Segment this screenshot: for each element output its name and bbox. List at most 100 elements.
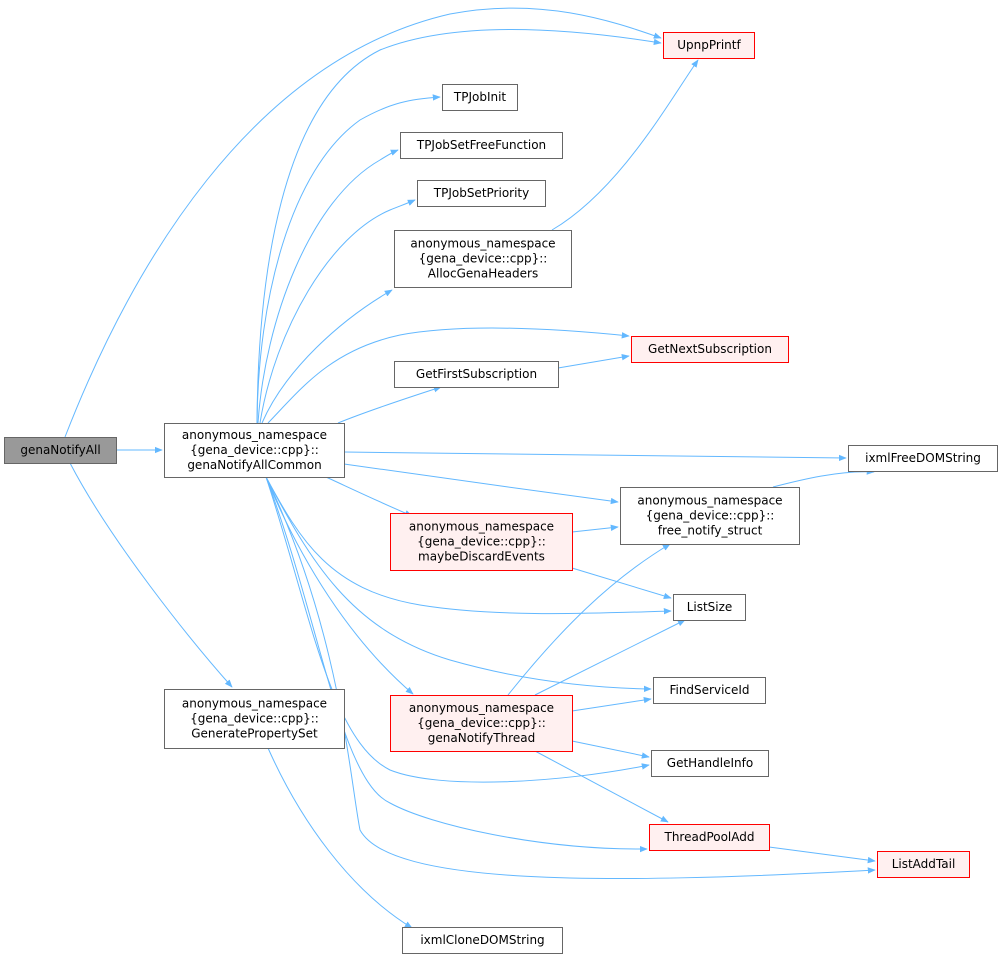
edge-maybeDiscardEvents-to-ListSize	[571, 567, 672, 599]
node-label-GetNextSubscription: GetNextSubscription	[648, 342, 772, 356]
node-box-free_notify_struct	[620, 487, 800, 545]
edge-genaNotifyAllCommon-to-ListSize	[265, 476, 672, 615]
edge-genaNotifyAllCommon-to-genaNotifyThread	[265, 476, 414, 695]
edge-genaNotifyAllCommon-to-AllocGenaHeaders	[261, 289, 393, 424]
node-label-GetFirstSubscription: GetFirstSubscription	[416, 367, 537, 381]
node-label-ixmlFreeDOMString: ixmlFreeDOMString	[865, 451, 981, 465]
node-box-ixmlCloneDOMString	[402, 927, 563, 954]
node-label-TPJobSetPriority: TPJobSetPriority	[433, 186, 529, 200]
edge-genaNotifyAllCommon-to-GetNextSubscription	[267, 327, 630, 424]
edge-genaNotifyThread-to-GetHandleInfo	[571, 740, 650, 759]
node-TPJobInit[interactable]: TPJobInit	[442, 84, 518, 111]
node-label-genaNotifyThread: genaNotifyThread	[428, 731, 535, 745]
node-GetFirstSubscription[interactable]: GetFirstSubscription	[394, 361, 559, 388]
edge-genaNotifyAllCommon-to-maybeDiscardEvents	[325, 476, 413, 517]
node-label-FindServiceId: FindServiceId	[669, 683, 749, 697]
edge-GetFirstSubscription-to-GetNextSubscription	[557, 354, 630, 369]
node-box-maybeDiscardEvents	[390, 513, 573, 571]
node-box-UpnpPrintf	[663, 32, 755, 59]
node-label-UpnpPrintf: UpnpPrintf	[677, 38, 741, 52]
node-box-ListAddTail	[877, 851, 970, 878]
node-label-maybeDiscardEvents: maybeDiscardEvents	[418, 550, 545, 564]
node-box-genaNotifyAllCommon	[164, 423, 345, 478]
edge-ThreadPoolAdd-to-ListAddTail	[768, 846, 876, 864]
node-label-TPJobSetFreeFunction: TPJobSetFreeFunction	[416, 138, 546, 152]
node-label-maybeDiscardEvents: {gena_device::cpp}::	[417, 535, 546, 549]
edge-genaNotifyAll-to-UpnpPrintf	[64, 7, 662, 438]
edge-genaNotifyAllCommon-to-ThreadPoolAdd	[265, 476, 648, 853]
edge-genaNotifyThread-to-free_notify_struct	[507, 543, 671, 696]
node-label-GeneratePropertySet: {gena_device::cpp}::	[190, 712, 319, 726]
node-label-maybeDiscardEvents: anonymous_namespace	[409, 520, 554, 534]
node-ThreadPoolAdd[interactable]: ThreadPoolAdd	[649, 824, 770, 851]
node-box-GeneratePropertySet	[164, 689, 345, 749]
node-UpnpPrintf[interactable]: UpnpPrintf	[663, 32, 755, 59]
node-label-free_notify_struct: free_notify_struct	[658, 524, 763, 538]
node-ixmlFreeDOMString[interactable]: ixmlFreeDOMString	[848, 445, 998, 472]
node-box-ListSize	[673, 594, 746, 621]
node-TPJobSetFreeFunction[interactable]: TPJobSetFreeFunction	[400, 132, 563, 159]
edge-genaNotifyAllCommon-to-ListAddTail	[265, 476, 876, 880]
node-label-free_notify_struct: anonymous_namespace	[637, 494, 782, 508]
edge-genaNotifyAllCommon-to-GetHandleInfo	[265, 476, 650, 783]
node-label-ThreadPoolAdd: ThreadPoolAdd	[663, 830, 754, 844]
node-maybeDiscardEvents[interactable]: anonymous_namespace{gena_device::cpp}::m…	[390, 513, 573, 571]
edge-genaNotifyThread-to-FindServiceId	[571, 696, 652, 712]
edge-genaNotifyAllCommon-to-TPJobInit	[256, 94, 441, 424]
edges	[64, 7, 876, 929]
node-box-GetNextSubscription	[631, 336, 789, 363]
node-FindServiceId[interactable]: FindServiceId	[653, 677, 766, 704]
node-label-genaNotifyAll: genaNotifyAll	[20, 443, 100, 457]
node-box-TPJobInit	[442, 84, 518, 111]
node-label-ListAddTail: ListAddTail	[892, 857, 956, 871]
node-label-free_notify_struct: {gena_device::cpp}::	[646, 509, 775, 523]
node-box-AllocGenaHeaders	[394, 230, 572, 288]
node-ListAddTail[interactable]: ListAddTail	[877, 851, 970, 878]
node-label-GeneratePropertySet: anonymous_namespace	[182, 697, 327, 711]
node-label-genaNotifyAllCommon: genaNotifyAllCommon	[187, 458, 321, 472]
node-box-GetHandleInfo	[651, 750, 769, 777]
edge-maybeDiscardEvents-to-free_notify_struct	[571, 524, 619, 533]
node-genaNotifyAllCommon[interactable]: anonymous_namespace{gena_device::cpp}::g…	[164, 423, 345, 478]
edge-genaNotifyAllCommon-to-free_notify_struct	[343, 463, 619, 505]
node-box-ThreadPoolAdd	[649, 824, 770, 851]
edge-genaNotifyAllCommon-to-FindServiceId	[265, 476, 652, 693]
node-free_notify_struct[interactable]: anonymous_namespace{gena_device::cpp}::f…	[620, 487, 800, 545]
node-box-TPJobSetFreeFunction	[400, 132, 563, 159]
node-GetHandleInfo[interactable]: GetHandleInfo	[651, 750, 769, 777]
node-label-genaNotifyThread: {gena_device::cpp}::	[417, 716, 546, 730]
edge-genaNotifyAllCommon-to-GetFirstSubscription	[337, 386, 442, 424]
edge-genaNotifyAll-to-GeneratePropertySet	[69, 462, 233, 688]
edge-free_notify_struct-to-ixmlFreeDOMString	[772, 468, 875, 488]
node-GetNextSubscription[interactable]: GetNextSubscription	[631, 336, 789, 363]
edge-genaNotifyAllCommon-to-TPJobSetFreeFunction	[257, 149, 399, 424]
node-genaNotifyThread[interactable]: anonymous_namespace{gena_device::cpp}::g…	[390, 695, 573, 752]
edge-AllocGenaHeaders-to-UpnpPrintf	[551, 59, 699, 231]
node-label-GeneratePropertySet: GeneratePropertySet	[191, 727, 318, 741]
nodes: genaNotifyAllanonymous_namespace{gena_de…	[4, 32, 998, 954]
node-label-GetHandleInfo: GetHandleInfo	[667, 756, 753, 770]
node-ixmlCloneDOMString[interactable]: ixmlCloneDOMString	[402, 927, 563, 954]
node-box-GetFirstSubscription	[394, 361, 559, 388]
edge-genaNotifyAllCommon-to-TPJobSetPriority	[259, 199, 416, 424]
edge-genaNotifyAllCommon-to-UpnpPrintf	[256, 29, 662, 424]
node-box-genaNotifyAll	[4, 437, 117, 464]
node-label-ixmlCloneDOMString: ixmlCloneDOMString	[420, 933, 544, 947]
edge-genaNotifyThread-to-ListSize	[534, 619, 686, 696]
node-TPJobSetPriority[interactable]: TPJobSetPriority	[417, 180, 546, 207]
node-AllocGenaHeaders[interactable]: anonymous_namespace{gena_device::cpp}::A…	[394, 230, 572, 288]
node-ListSize[interactable]: ListSize	[673, 594, 746, 621]
edge-GeneratePropertySet-to-ixmlCloneDOMString	[267, 747, 413, 929]
node-box-genaNotifyThread	[390, 695, 573, 752]
edge-genaNotifyThread-to-ThreadPoolAdd	[534, 750, 669, 823]
node-genaNotifyAll[interactable]: genaNotifyAll	[4, 437, 117, 464]
node-box-FindServiceId	[653, 677, 766, 704]
node-label-genaNotifyAllCommon: {gena_device::cpp}::	[190, 443, 319, 457]
node-GeneratePropertySet[interactable]: anonymous_namespace{gena_device::cpp}::G…	[164, 689, 345, 749]
edge-genaNotifyAllCommon-to-ixmlFreeDOMString	[343, 451, 847, 462]
node-label-AllocGenaHeaders: {gena_device::cpp}::	[419, 252, 548, 266]
node-label-AllocGenaHeaders: AllocGenaHeaders	[428, 267, 538, 281]
node-label-genaNotifyAllCommon: anonymous_namespace	[182, 428, 327, 442]
node-box-ixmlFreeDOMString	[848, 445, 998, 472]
